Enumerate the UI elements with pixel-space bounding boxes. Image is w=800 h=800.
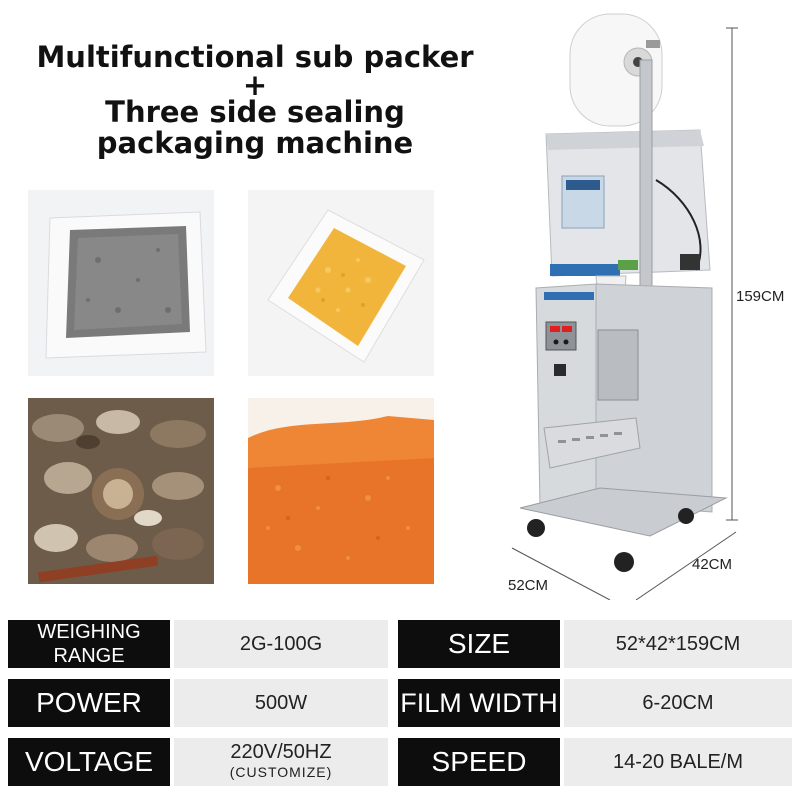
size-value: 52*42*159CM [564,620,792,668]
weighing-range-label: WEIGHING RANGE [8,620,170,668]
speed-label: SPEED [398,738,560,786]
chili-powder-sample-image [248,398,434,584]
voltage-note: (CUSTOMIZE) [229,764,333,780]
power-label: POWER [8,679,170,727]
herbal-slices-sample-image [28,398,214,584]
title-line-1: Multifunctional sub packer [36,40,474,74]
weighing-range-value: 2G-100G [174,620,388,668]
voltage-value: 220V/50HZ [230,741,332,763]
title-line-3: Three side sealing [105,95,405,129]
size-label: SIZE [398,620,560,668]
weighing-range-label-line-1: WEIGHING [37,621,141,643]
voltage-value-cell: 220V/50HZ (CUSTOMIZE) [174,738,388,786]
granule-sachet-sample-image [248,190,434,376]
film-width-label: FILM WIDTH [398,679,560,727]
film-width-value: 6-20CM [564,679,792,727]
speed-value: 14-20 BALE/M [564,738,792,786]
title-plus: + [242,68,268,102]
height-dimension: 159CM [736,288,785,305]
power-value: 500W [174,679,388,727]
tea-bag-sample-image [28,190,214,376]
weighing-range-label-line-2: RANGE [53,645,125,667]
spec-row-1: WEIGHING RANGE 2G-100G SIZE 52*42*159CM [8,620,792,668]
packing-machine-image [500,0,800,600]
product-title: Multifunctional sub packer + Three side … [20,40,490,158]
depth-dimension: 42CM [692,556,733,573]
voltage-label: VOLTAGE [8,738,170,786]
title-line-4: packaging machine [96,126,414,160]
spec-row-2: POWER 500W FILM WIDTH 6-20CM [8,679,792,727]
spec-row-3: VOLTAGE 220V/50HZ (CUSTOMIZE) SPEED 14-2… [8,738,792,786]
width-dimension: 52CM [508,577,549,594]
